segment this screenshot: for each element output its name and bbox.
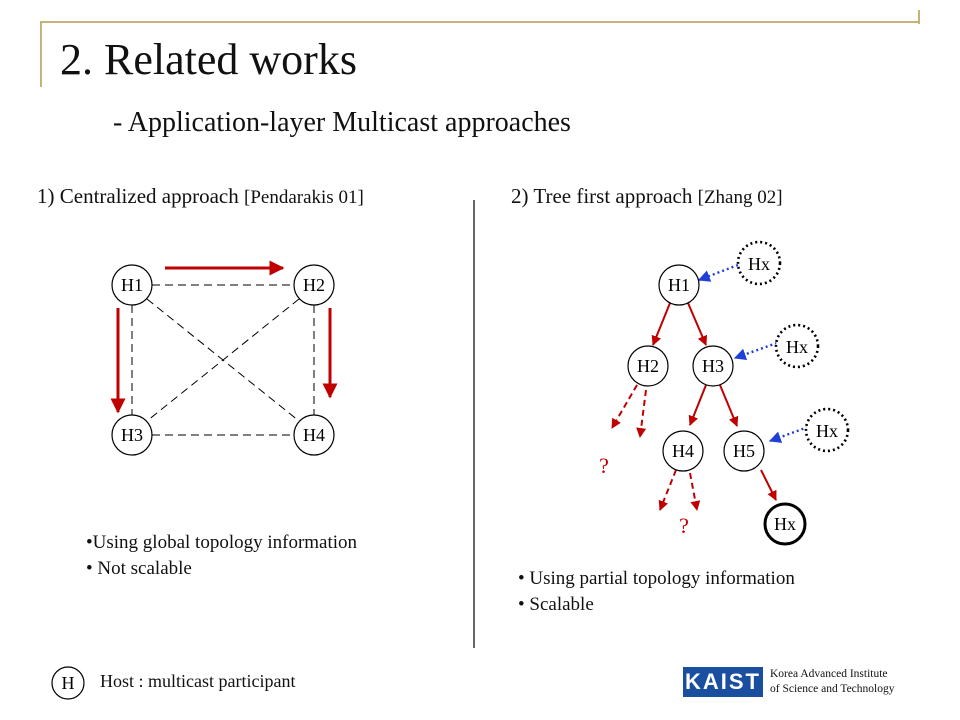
- join-arrow-to-h5: [768, 425, 809, 443]
- joined-node-hx-label: Hx: [774, 514, 796, 534]
- right-heading-citation: [Zhang 02]: [697, 187, 783, 208]
- right-section-heading: 2) Tree first approach [Zhang 02]: [511, 184, 783, 209]
- page-title: 2. Related works: [60, 38, 357, 82]
- left-bullet-2: • Not scalable: [86, 558, 192, 579]
- mesh-links: [131, 284, 315, 436]
- unknown-branch-h4-left: [658, 469, 677, 511]
- tree-edge-h3-h4: [688, 384, 707, 426]
- right-node-h2-label: H2: [637, 356, 659, 376]
- tree-edge-h1-h2: [651, 302, 671, 346]
- unknown-branch-h2-right: [636, 389, 647, 438]
- left-heading-text: 1) Centralized approach: [37, 184, 239, 208]
- right-node-h2: H2: [627, 345, 669, 387]
- right-node-h3-label: H3: [702, 356, 724, 376]
- institute-name-line1: Korea Advanced Institute: [770, 668, 888, 680]
- unknown-branch-h4-right: [689, 472, 701, 511]
- join-arrow-to-h3: [733, 341, 778, 361]
- right-bullet-list: • Using partial topology information • S…: [518, 566, 795, 618]
- title-main-text: Related works: [104, 35, 357, 84]
- join-arrows: [697, 263, 809, 443]
- left-bullet-list: •Using global topology information • Not…: [86, 530, 357, 582]
- right-node-h1: H1: [658, 264, 700, 306]
- left-heading-citation: [Pendarakis 01]: [244, 187, 364, 208]
- right-bullet-2: • Scalable: [518, 594, 594, 615]
- joined-node-hx: Hx: [763, 502, 807, 546]
- left-node-h1-label: H1: [121, 275, 143, 295]
- right-node-h1-label: H1: [668, 275, 690, 295]
- right-node-h3: H3: [692, 345, 734, 387]
- tree-edge-h1-h3: [687, 302, 708, 346]
- left-node-h2-label: H2: [303, 275, 325, 295]
- left-node-h3-label: H3: [121, 425, 143, 445]
- left-bullet-1: •Using global topology information: [86, 532, 358, 553]
- left-node-h2: H2: [293, 264, 335, 306]
- newcomer-node-1-label: Hx: [748, 254, 770, 274]
- institute-name-line2: of Science and Technology: [770, 683, 895, 695]
- left-node-h1: H1: [111, 264, 153, 306]
- left-node-h3: H3: [111, 414, 153, 456]
- institute-name: Korea Advanced Institute of Science and …: [770, 667, 894, 697]
- legend-host-symbol-label: H: [62, 673, 75, 693]
- right-bullet-1: • Using partial topology information: [518, 568, 795, 589]
- centralized-arrows: [110, 260, 338, 414]
- newcomer-node-2-label: Hx: [786, 337, 808, 357]
- unknown-mark-2: ?: [679, 513, 689, 538]
- right-node-h5: H5: [723, 430, 765, 472]
- right-heading-text: 2) Tree first approach: [511, 184, 693, 208]
- title-number: 2.: [60, 35, 93, 84]
- title-decoration-left-line: [40, 21, 42, 87]
- right-node-h4: H4: [662, 430, 704, 472]
- legend-host-symbol: H: [51, 666, 85, 700]
- newcomer-node-2: Hx: [774, 323, 820, 369]
- unknown-branches: [611, 384, 701, 511]
- unknown-branch-h2-left: [611, 384, 638, 429]
- right-node-h5-label: H5: [733, 441, 755, 461]
- left-node-h4-label: H4: [303, 425, 325, 445]
- newcomer-node-3-label: Hx: [816, 421, 838, 441]
- tree-edge-h3-h5: [719, 384, 739, 427]
- title-decoration-right-line: [918, 10, 920, 24]
- mesh-link-h2-h3: [146, 298, 300, 422]
- unknown-mark-1: ?: [599, 453, 609, 478]
- title-decoration-top-line: [40, 21, 920, 23]
- page-subtitle: - Application-layer Multicast approaches: [113, 107, 571, 138]
- kaist-logo: KAIST: [683, 667, 763, 697]
- tree-edge-h5-hx: [760, 469, 777, 501]
- newcomer-node-1: Hx: [736, 240, 782, 286]
- newcomer-node-3: Hx: [804, 407, 850, 453]
- left-section-heading: 1) Centralized approach [Pendarakis 01]: [37, 184, 364, 209]
- left-node-h4: H4: [293, 414, 335, 456]
- legend-description: Host : multicast participant: [100, 671, 296, 691]
- right-node-h4-label: H4: [672, 441, 694, 461]
- tree-edges: [651, 302, 777, 501]
- join-arrow-to-h1: [697, 263, 739, 282]
